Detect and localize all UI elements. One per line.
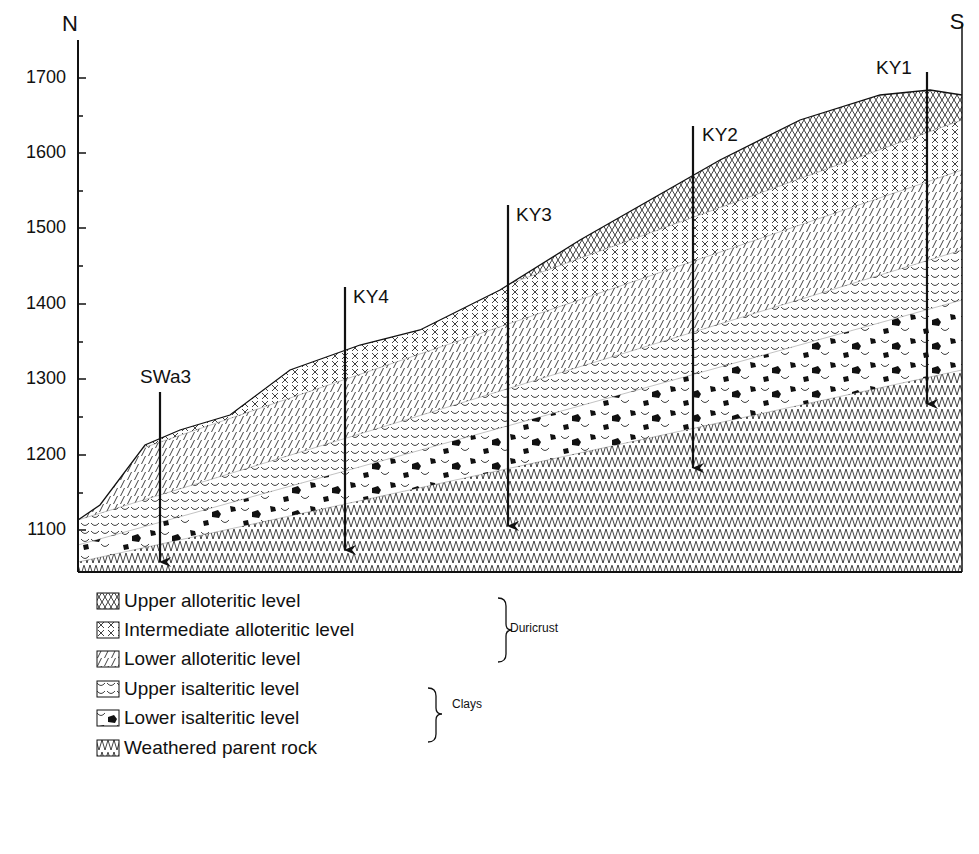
legend-row: Upper isalteritic level (96, 678, 299, 700)
legend-swatch (96, 650, 120, 668)
legend-text: Upper isalteritic level (124, 678, 299, 700)
axis-tick-label: 1700 (26, 68, 66, 88)
legend-text: Upper alloteritic level (124, 590, 300, 612)
legend-swatch (96, 709, 120, 727)
axis-tick-label: 1300 (26, 369, 66, 389)
legend-swatch (96, 739, 120, 757)
bracket-label: Clays (452, 698, 482, 711)
axis-tick-label: 1600 (26, 143, 66, 163)
compass-label: N (62, 12, 78, 36)
legend-text: Intermediate alloteritic level (124, 619, 354, 641)
compass-label: S (950, 10, 965, 34)
axis-tick-label: 1400 (26, 294, 66, 314)
axis-tick-label: 1200 (26, 445, 66, 465)
legend-row: Intermediate alloteritic level (96, 619, 354, 641)
borehole-label: KY1 (876, 58, 912, 79)
borehole-label: SWa3 (140, 367, 191, 388)
borehole-label: KY2 (702, 125, 738, 146)
legend-swatch (96, 592, 120, 610)
axis-tick-label: 1100 (27, 520, 66, 540)
legend-text: Lower isalteritic level (124, 707, 299, 729)
bracket-label: Duricrust (510, 622, 558, 635)
axis-tick-label: 1500 (26, 218, 66, 238)
legend-swatch (96, 680, 120, 698)
legend-text: Weathered parent rock (124, 737, 317, 759)
borehole-label: KY4 (353, 287, 389, 308)
legend-text: Lower alloteritic level (124, 648, 300, 670)
legend-row: Upper alloteritic level (96, 590, 300, 612)
legend-row: Weathered parent rock (96, 737, 317, 759)
legend-swatch (96, 621, 120, 639)
legend-row: Lower isalteritic level (96, 707, 299, 729)
borehole-label: KY3 (516, 205, 552, 226)
legend-row: Lower alloteritic level (96, 648, 300, 670)
